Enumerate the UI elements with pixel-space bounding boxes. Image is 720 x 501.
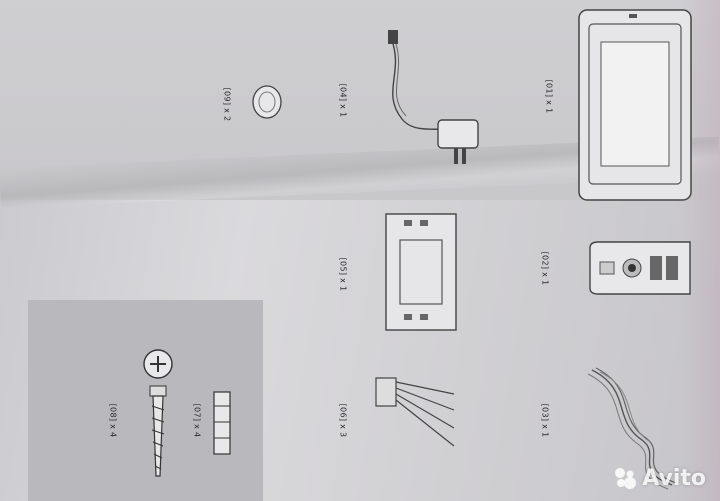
cap-illustration (252, 85, 282, 119)
label-item-07: [07] x 4 (192, 403, 202, 438)
label-item-04: [04] x 1 (338, 83, 348, 118)
call-panel-illustration (589, 241, 691, 295)
avito-logo-icon (615, 468, 637, 489)
dowel-illustration (213, 391, 231, 455)
label-item-03: [03] x 1 (540, 403, 550, 438)
cable-coil-illustration (587, 367, 677, 490)
label-item-02: [02] x 1 (540, 251, 550, 286)
watermark-text: Avito (642, 465, 706, 491)
label-item-08: [08] x 4 (108, 403, 118, 438)
mounting-bracket-illustration (385, 213, 457, 331)
monitor-illustration (578, 9, 692, 201)
label-item-05: [05] x 1 (338, 257, 348, 292)
wire-connector-illustration (375, 377, 455, 447)
label-item-01: [01] x 1 (544, 79, 554, 114)
label-item-09: [09] x 2 (222, 87, 232, 122)
avito-watermark: Avito (612, 465, 706, 491)
label-item-06: [06] x 3 (338, 403, 348, 438)
power-adapter-illustration (388, 30, 479, 164)
screw-illustration (143, 349, 173, 477)
